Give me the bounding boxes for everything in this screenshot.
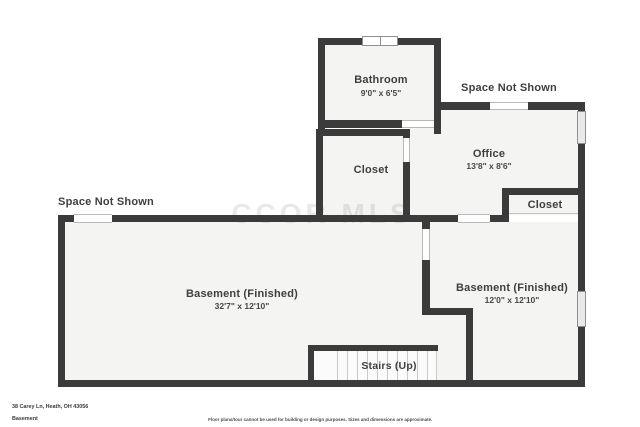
basement-wall-top-b bbox=[112, 215, 458, 222]
footer-floor: Basement bbox=[12, 410, 55, 427]
bathroom-wall-bottom bbox=[318, 120, 402, 128]
closet-middle-label: Closet bbox=[353, 164, 389, 176]
stairs-landing bbox=[314, 351, 338, 380]
closet-right-floor bbox=[509, 195, 578, 215]
footer-disclaimer: Floor plans/tour cannot be used for buil… bbox=[0, 412, 640, 427]
closet-right-opening-line bbox=[509, 213, 578, 214]
closet-middle-door-opening bbox=[403, 138, 410, 162]
outer-wall-left bbox=[58, 215, 65, 387]
basement-wall-top-c bbox=[490, 215, 509, 222]
bathroom-wall-right bbox=[434, 38, 441, 134]
office-label: Office bbox=[472, 148, 506, 160]
bathroom-wall-left bbox=[318, 38, 325, 134]
closet-middle-wall-right-stub bbox=[403, 129, 410, 138]
closet-right-label: Closet bbox=[527, 199, 563, 211]
basement-divider-door-opening bbox=[422, 229, 430, 260]
space-not-shown-right-label: Space Not Shown bbox=[461, 82, 557, 94]
basement-left-label: Basement (Finished) bbox=[186, 288, 298, 300]
stairs-wall-left bbox=[308, 345, 314, 387]
closet-middle-wall-top bbox=[316, 129, 410, 136]
footer-address: 38 Carey Ln, Heath, OH 43056 bbox=[12, 398, 139, 416]
office-right-window bbox=[577, 111, 586, 144]
stairs-wall-top bbox=[308, 345, 438, 351]
space-not-shown-left-label: Space Not Shown bbox=[58, 196, 154, 208]
footer-floor-text: Basement bbox=[12, 415, 38, 421]
basement-top-window bbox=[74, 214, 112, 223]
basement-left-dims: 32'7" x 12'10" bbox=[214, 301, 270, 311]
basement-right-door-opening bbox=[458, 214, 490, 223]
outer-wall-bottom bbox=[58, 380, 585, 387]
closet-middle-wall-right bbox=[403, 162, 410, 222]
stairs-treads bbox=[338, 351, 437, 380]
basement-right-label: Basement (Finished) bbox=[456, 282, 568, 294]
closet-right-wall-top bbox=[502, 188, 585, 195]
basement-divider-stub bbox=[422, 222, 430, 229]
basement-divider-lower bbox=[466, 315, 473, 387]
basement-wall-top-a bbox=[58, 215, 75, 222]
bathroom-label: Bathroom bbox=[354, 74, 408, 86]
outer-wall-right bbox=[578, 102, 585, 387]
bathroom-window bbox=[362, 36, 398, 46]
office-dims: 13'8" x 8'6" bbox=[466, 161, 512, 171]
basement-right-window bbox=[577, 291, 586, 327]
closet-right-wall-left bbox=[502, 188, 509, 222]
office-top-opening bbox=[490, 102, 528, 110]
closet-middle-floor bbox=[323, 136, 403, 215]
basement-divider-wall bbox=[422, 260, 430, 313]
footer-disclaimer-text: Floor plans/tour cannot be used for buil… bbox=[207, 417, 433, 422]
bathroom-dims: 9'0" x 6'5" bbox=[360, 88, 402, 98]
basement-right-dims: 12'0" x 12'10" bbox=[484, 295, 540, 305]
basement-divider-jog bbox=[422, 308, 473, 315]
office-wall-top-left bbox=[434, 102, 490, 110]
bathroom-door-opening bbox=[402, 120, 434, 128]
office-wall-top-right bbox=[528, 102, 585, 110]
basement-right-floor bbox=[430, 222, 578, 380]
window-pane-divider bbox=[380, 37, 381, 45]
closet-middle-wall-left bbox=[316, 129, 323, 222]
stairs-label: Stairs (Up) bbox=[361, 360, 417, 372]
footer-address-text: 38 Carey Ln, Heath, OH 43056 bbox=[12, 403, 89, 409]
bathroom-floor bbox=[325, 45, 434, 122]
